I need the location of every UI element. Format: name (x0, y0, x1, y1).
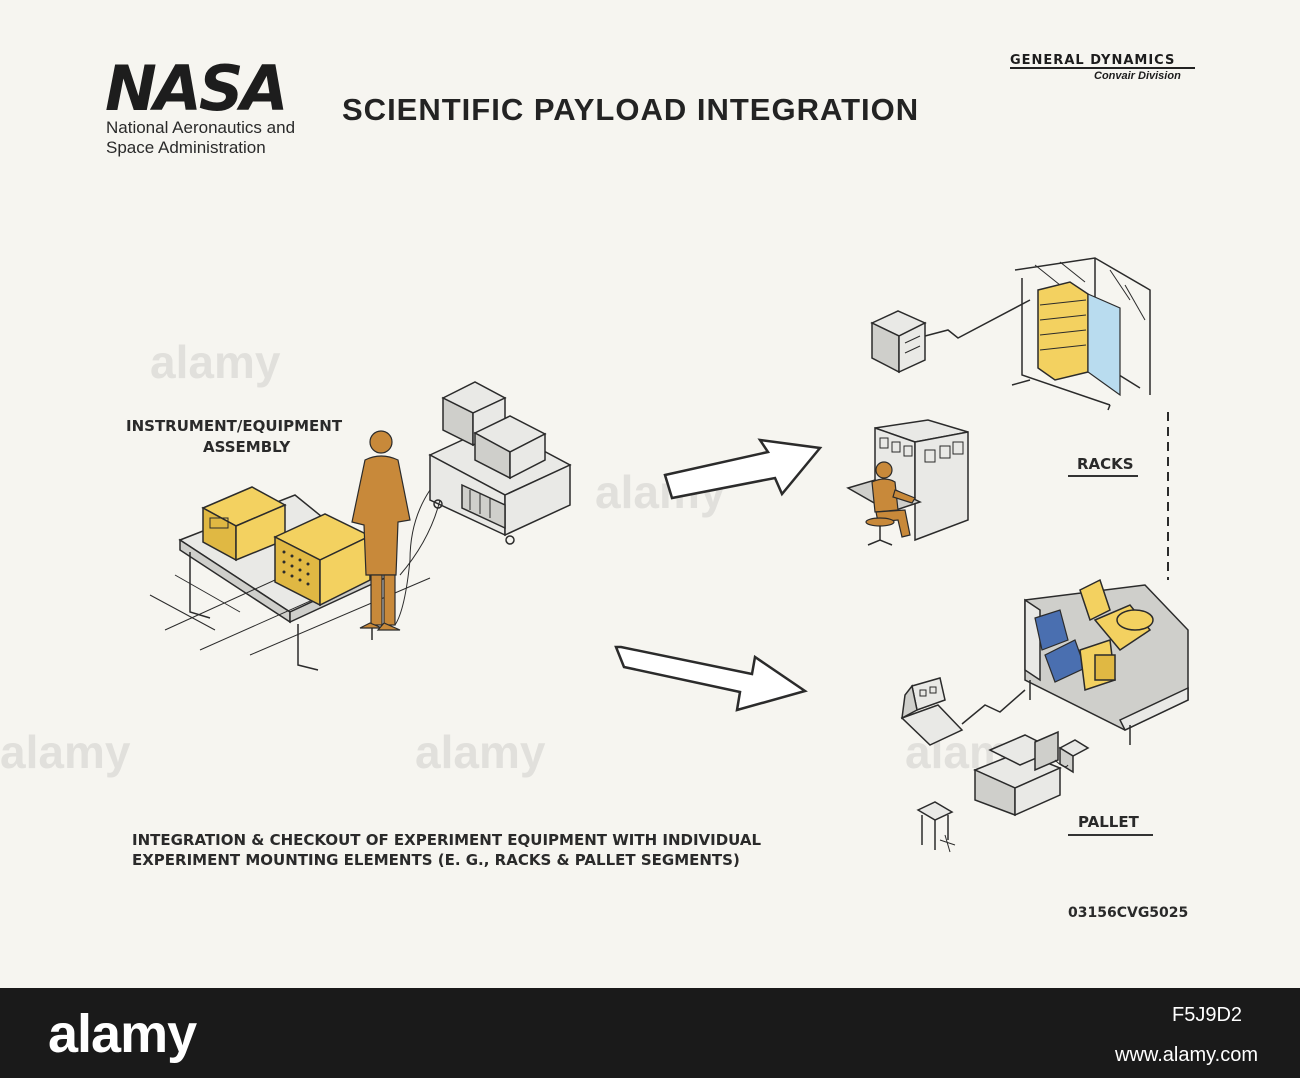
arrow-to-racks-icon (665, 440, 820, 498)
image-id: F5J9D2 (1172, 1004, 1242, 1027)
assembly-label-line1: INSTRUMENT/EQUIPMENT (126, 417, 342, 435)
caption-line1: INTEGRATION & CHECKOUT OF EXPERIMENT EQU… (132, 831, 761, 849)
caption-line2: EXPERIMENT MOUNTING ELEMENTS (E. G., RAC… (132, 851, 740, 869)
pallet-label: PALLET (1078, 813, 1139, 831)
technician-icon (352, 431, 410, 630)
pallet-underline (1068, 834, 1153, 836)
assembly-label-line2: ASSEMBLY (203, 438, 290, 456)
pallet-segment-icon (1025, 580, 1188, 745)
rack-cabinet-icon (872, 311, 925, 372)
test-equipment-cart-icon (395, 382, 570, 625)
watermark-bar: alamy F5J9D2 www.alamy.com (0, 988, 1300, 1078)
racks-label: RACKS (1077, 455, 1134, 473)
arrow-to-pallet-icon (616, 647, 805, 710)
support-equipment-icon (918, 732, 1088, 852)
alamy-logo: alamy (48, 1003, 196, 1065)
racks-underline (1068, 475, 1138, 477)
experiment-rack-icon (1012, 258, 1150, 410)
document-card: alamy alamy alamy alamy alamy NASA Natio… (0, 0, 1300, 988)
reference-code: 03156CVG5025 (1068, 905, 1188, 921)
ground-console-icon (902, 678, 962, 745)
watermark-url: www.alamy.com (1115, 1044, 1258, 1067)
